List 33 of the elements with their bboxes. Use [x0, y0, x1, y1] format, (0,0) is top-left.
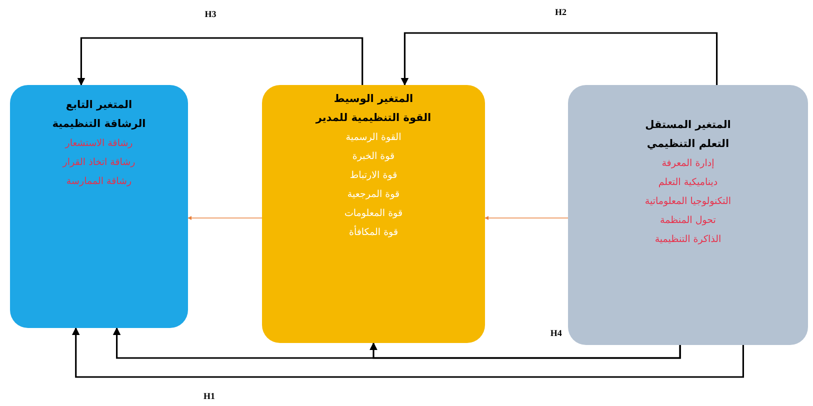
item-text: قوة المرجعية [347, 188, 400, 201]
variable-box [10, 85, 188, 328]
item-text: إدارة المعرفة [662, 157, 714, 170]
item-text: القوة الرسمية [346, 131, 402, 144]
arrow [400, 32, 718, 86]
item-text: قوة الخبرة [352, 150, 395, 163]
heading-text: القوة التنظيمية للمدير [316, 112, 432, 125]
item-text: تحول المنظمة [660, 214, 716, 227]
edge-label: H2 [554, 7, 568, 17]
item-text: قوة الارتباط [350, 169, 398, 182]
edge-label: H4 [549, 328, 563, 338]
arrow [77, 37, 364, 86]
item-text: الذاكرة التنظيمية [654, 233, 722, 246]
item-text: رشاقة الاستشعار [65, 137, 133, 150]
item-text: قوة المعلومات [344, 207, 403, 220]
variable-box [262, 85, 485, 343]
arrow [484, 216, 568, 220]
edge-label: H1 [202, 391, 216, 401]
variable-box [568, 85, 808, 345]
item-text: التكنولوجيا المعلوماتية [644, 195, 732, 208]
heading-text: المتغير المستقل [645, 119, 731, 132]
item-text: رشاقة اتخاذ القرار [62, 156, 136, 169]
heading-text: التعلم التنظيمي [646, 138, 730, 151]
item-text: رشاقة الممارسة [66, 175, 132, 188]
heading-text: المتغير الوسيط [334, 93, 414, 106]
heading-text: الرشاقة التنظيمية [52, 118, 146, 131]
arrow [370, 342, 681, 359]
arrow [188, 216, 262, 220]
arrow [72, 327, 744, 378]
item-text: ديناميكية التعلم [658, 176, 718, 189]
heading-text: المتغير التابع [66, 99, 132, 112]
item-text: قوة المكافأة [348, 226, 398, 239]
edge-label: H3 [204, 9, 218, 19]
